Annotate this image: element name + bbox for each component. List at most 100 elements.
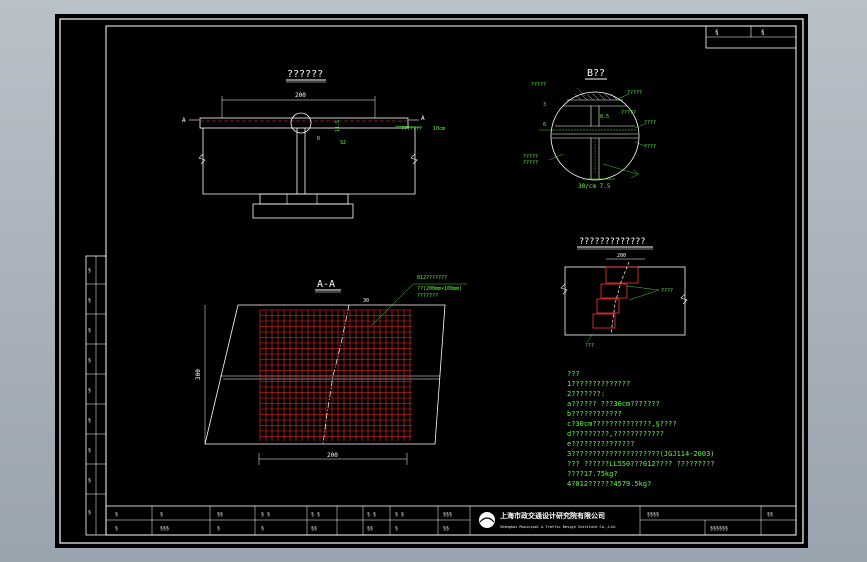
girder bbox=[202, 128, 416, 195]
bd-left-2: ????? bbox=[523, 160, 538, 166]
tb-cell: § § bbox=[311, 512, 320, 518]
bd-h1: 0.5 bbox=[600, 114, 609, 120]
section-mark-right: A bbox=[421, 115, 425, 122]
outer-frame bbox=[59, 18, 804, 544]
project-name: §§§§ bbox=[647, 512, 659, 518]
pier bbox=[252, 203, 354, 219]
aa-height-dim: 300 bbox=[195, 369, 202, 380]
elev-width-dim: 200 bbox=[295, 92, 306, 99]
company-name-cn: 上海市政交通设计研究院有限公司 bbox=[500, 511, 605, 520]
note-line: 4?012??????4579.5kg? bbox=[567, 480, 651, 488]
note-line: 3?????????????????????(JGJ114-2003) bbox=[567, 450, 715, 458]
bd-left-1: ????? bbox=[523, 154, 538, 160]
elev-dim-small: 11.5 bbox=[335, 120, 341, 132]
tag-text-1: § bbox=[715, 29, 719, 36]
detail-b-circle bbox=[550, 91, 640, 181]
note-line: 2???????: bbox=[567, 390, 605, 398]
bd-label-top-left: ????? bbox=[531, 82, 546, 88]
strip-text: § bbox=[88, 448, 91, 454]
strip-text: § bbox=[88, 388, 91, 394]
detail-b-marker bbox=[290, 112, 312, 134]
aa-top-dim: 30 bbox=[363, 298, 369, 304]
strip-text: § bbox=[88, 358, 91, 364]
company-name-en: Shanghai Municipal & Traffic Design Inst… bbox=[500, 525, 617, 529]
note-line: d?????????,???????????? bbox=[567, 430, 664, 438]
tb-cell: § § bbox=[395, 512, 404, 518]
crack-detail-title: ????????????? bbox=[579, 237, 646, 247]
company-logo bbox=[479, 512, 495, 528]
bd-label-top-right: ????? bbox=[627, 90, 642, 96]
elev-thickness: 10cm bbox=[433, 126, 445, 132]
aa-width-dim: 200 bbox=[327, 452, 338, 459]
tb-cell: §§ bbox=[217, 512, 223, 518]
drawing-number: §§ bbox=[767, 512, 773, 518]
tb-cell: § § bbox=[261, 512, 270, 518]
tb-cell: § § bbox=[367, 512, 376, 518]
tb-cell: §§§ bbox=[160, 526, 169, 532]
company-logo bbox=[479, 517, 495, 523]
bd-right-2: ???? bbox=[644, 144, 656, 150]
note-line: b???????????? bbox=[567, 410, 622, 418]
detail-b-title: B?? bbox=[587, 68, 605, 79]
tb-cell: § bbox=[217, 526, 220, 532]
deck-slab bbox=[199, 117, 409, 129]
cd-left-label: ??? bbox=[585, 343, 594, 349]
cad-drawing: § § § § § § § § § § § bbox=[59, 18, 804, 544]
note-line: ??? ??????LL550???012???? ????????? bbox=[567, 460, 715, 468]
elev-detail-label: B bbox=[317, 136, 320, 142]
bd-bottom-dim: 30/cm 7.5 bbox=[578, 183, 611, 190]
tb-cell: § bbox=[160, 512, 163, 518]
bd-dim1: 3 bbox=[543, 102, 546, 108]
strip-text: § bbox=[88, 298, 91, 304]
section-aa-title: A-A bbox=[317, 279, 335, 290]
tb-cell: §§ bbox=[311, 526, 317, 532]
note-line: ????17.75kg? bbox=[567, 470, 618, 478]
tb-cell: §§§ bbox=[443, 512, 452, 518]
note-line: e??????????????? bbox=[567, 440, 634, 448]
note-line: c?30cm??????????????,§???? bbox=[567, 420, 677, 428]
note-line: 1?????????????? bbox=[567, 380, 630, 388]
bd-mesh: ????? bbox=[621, 110, 636, 116]
aa-note-1: 012??????? bbox=[417, 275, 447, 281]
rebar-mesh bbox=[259, 309, 412, 441]
cd-width-dim: 200 bbox=[617, 253, 626, 259]
pier-cap bbox=[259, 193, 349, 205]
notes-block: ??? 1?????????????? 2???????: a?????? ??… bbox=[567, 370, 715, 488]
deck-outline bbox=[204, 304, 446, 445]
aa-note-3: ??????? bbox=[417, 293, 438, 299]
section-mark-left: A bbox=[182, 117, 186, 124]
tb-cell: §§ bbox=[443, 526, 449, 532]
tb-cell: § bbox=[261, 526, 264, 532]
elevation-title: ?????? bbox=[287, 69, 323, 80]
tb-cell: § bbox=[395, 526, 398, 532]
tb-cell: § bbox=[115, 512, 118, 518]
top-right-tag: § § bbox=[705, 25, 797, 49]
title-block: § § §§ § § § § § § § § §§§ § §§§ § § §§ … bbox=[105, 505, 797, 536]
strip-text: § bbox=[88, 418, 91, 424]
tb-cell: §§ bbox=[367, 526, 373, 532]
drawing-title: §§§§§§ bbox=[710, 526, 728, 532]
bd-dim2: 6 bbox=[543, 122, 546, 128]
strip-text: § bbox=[88, 510, 91, 516]
tb-cell: § bbox=[115, 526, 118, 532]
elev-dim-s2: S2 bbox=[340, 140, 346, 146]
cd-right-label: ???? bbox=[661, 288, 673, 294]
detail-b-view: B?? ????? ????? 3 6 0.5 ????? ???? ???? … bbox=[523, 68, 656, 190]
section-aa-view: A-A 300 200 30 012??????? ??(200mm×100mm… bbox=[195, 275, 467, 465]
crack-detail-view: ????????????? 200 ???? ??? bbox=[560, 237, 688, 349]
aa-note-2: ??(200mm×100mm) bbox=[417, 286, 462, 292]
strip-text: § bbox=[88, 268, 91, 274]
inner-frame bbox=[105, 25, 797, 536]
bd-right-1: ???? bbox=[644, 120, 656, 126]
tag-text-2: § bbox=[761, 29, 765, 36]
drawing-sheet: § § § § § § § § § § § bbox=[55, 14, 808, 548]
strip-text: § bbox=[88, 478, 91, 484]
elev-callout: ??????? bbox=[401, 126, 422, 132]
strip-text: § bbox=[88, 328, 91, 334]
left-strip: § § § § § § § § § bbox=[85, 255, 107, 536]
crack-line bbox=[322, 304, 350, 445]
crack-detail-body bbox=[564, 266, 686, 336]
note-line: a?????? ???30cm??????? bbox=[567, 400, 660, 408]
note-line: ??? bbox=[567, 370, 580, 378]
elevation-view: ?????? 200 B 11.5 S2 A A ?????? bbox=[182, 69, 445, 219]
